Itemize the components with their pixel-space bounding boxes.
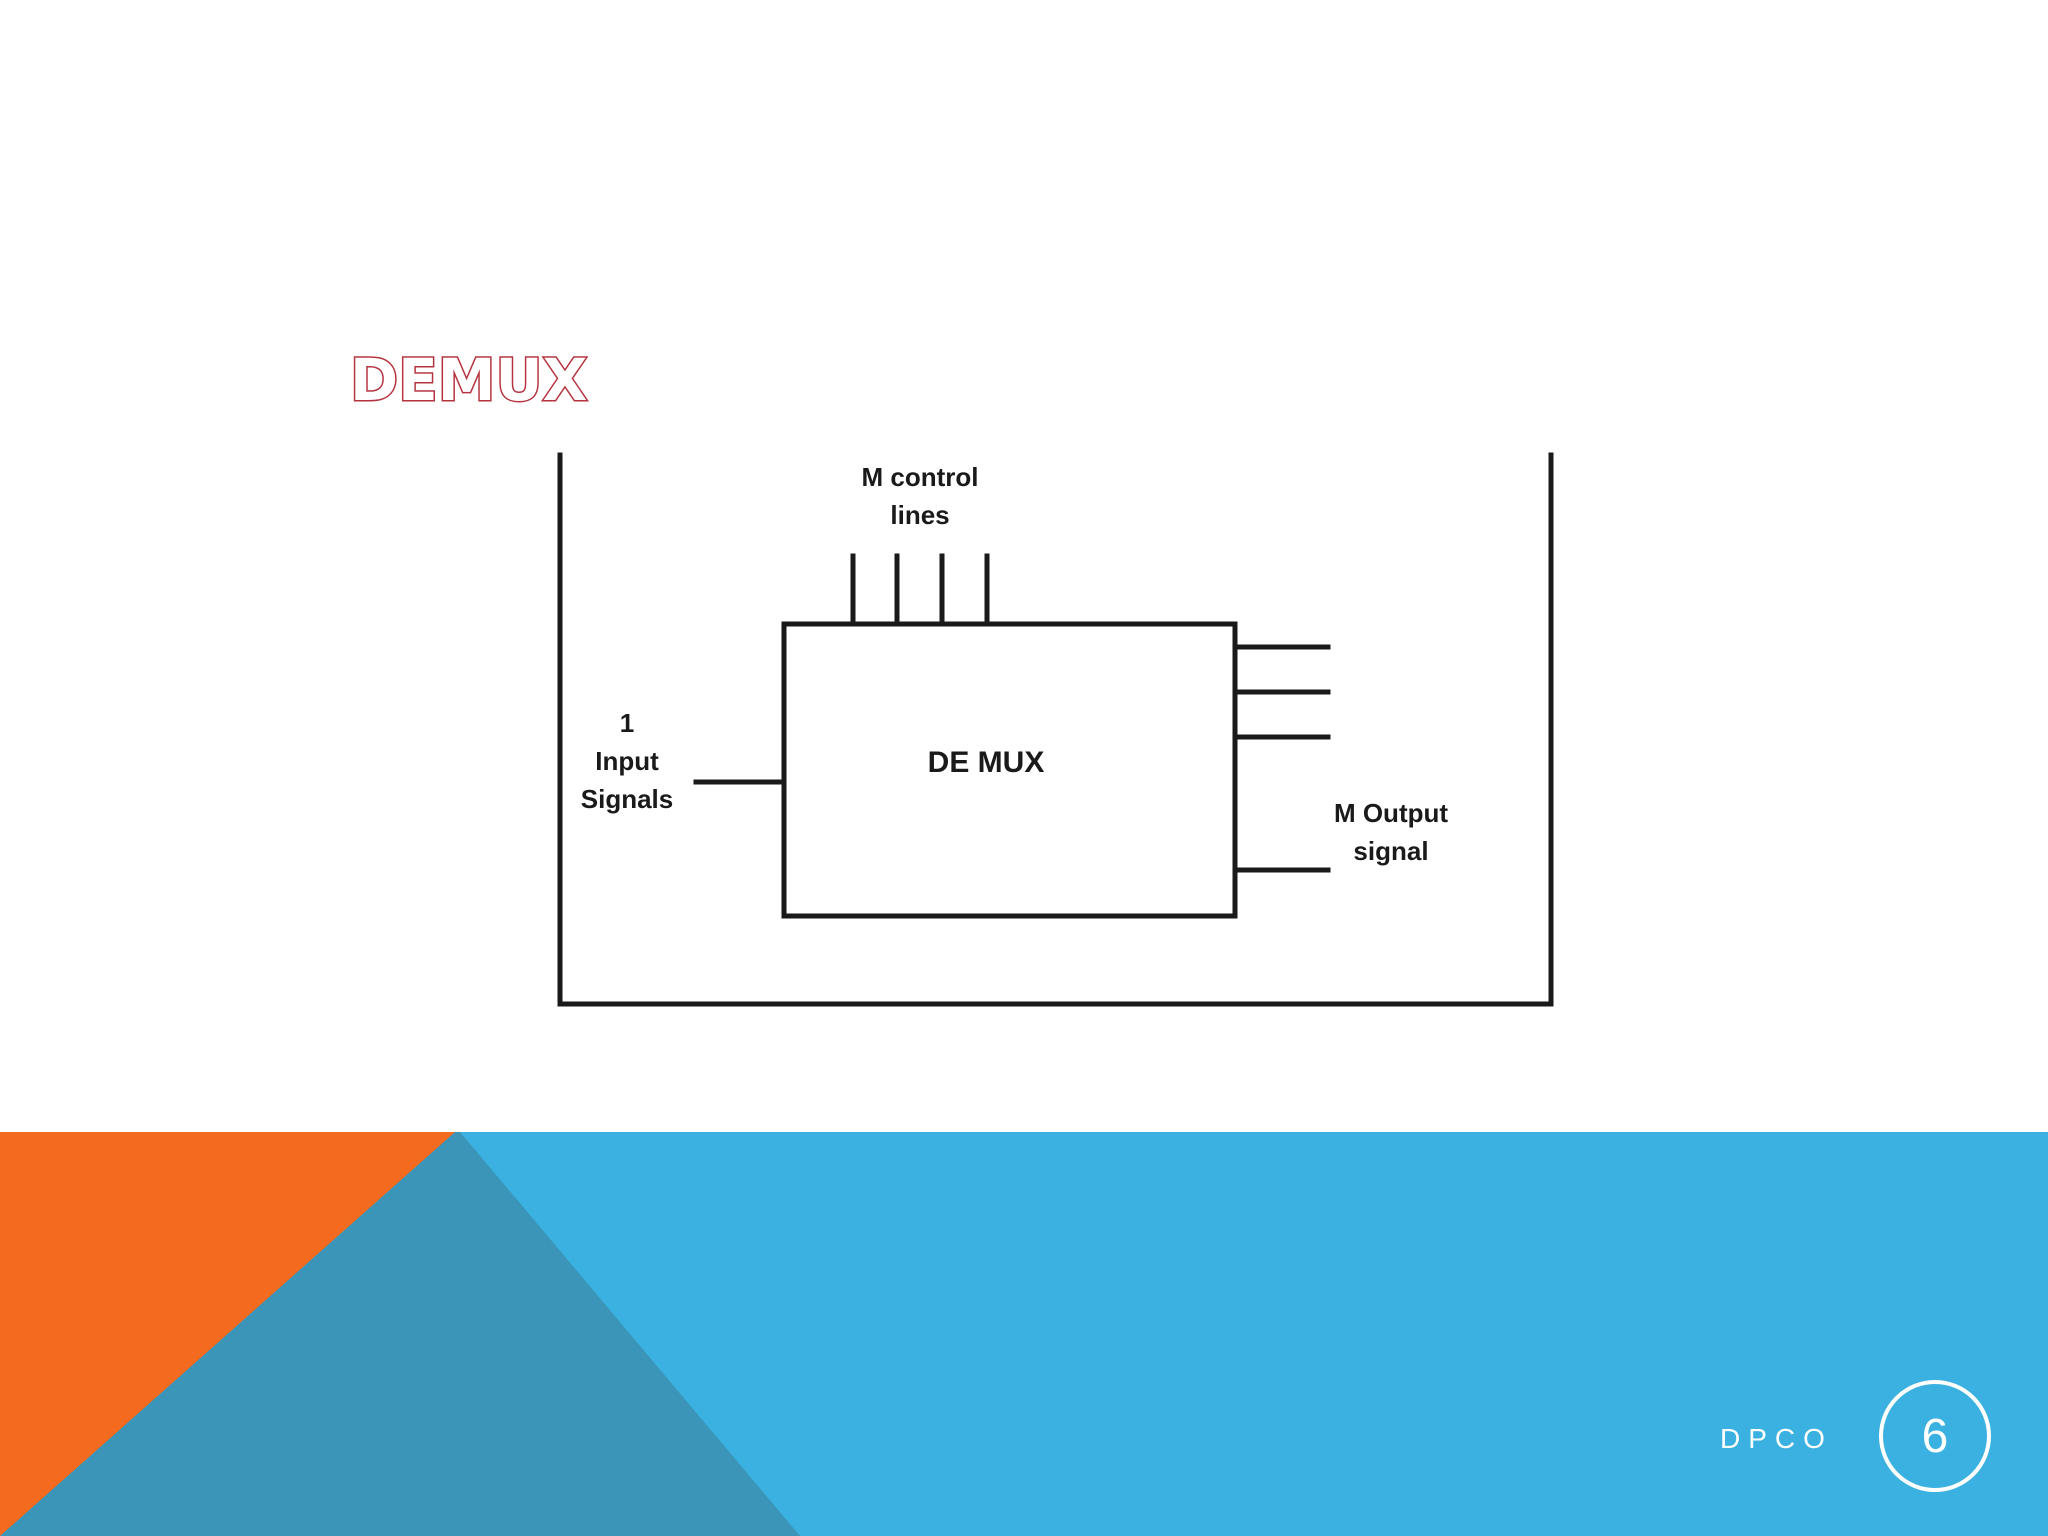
page-number: 6 (1921, 1409, 1949, 1463)
control-label-line2: lines (890, 500, 949, 530)
demux-block (781, 621, 1238, 919)
input-label-line1: 1 (620, 708, 634, 738)
output-label-line1: M Output (1334, 798, 1448, 828)
slide-title: DEMUX (350, 346, 587, 414)
control-label-line1: M control (862, 462, 979, 492)
container-frame (557, 452, 1554, 1007)
footer-course-code: DPCO (1720, 1423, 1833, 1454)
page-number-badge: 6 (1879, 1380, 1991, 1492)
input-label-line2: Input (595, 746, 659, 776)
footer-band-orange-triangle (0, 1132, 455, 1536)
output-lines (1232, 644, 1331, 873)
input-label-line3: Signals (581, 784, 673, 814)
control-lines (850, 553, 990, 627)
demux-block-label: DE MUX (928, 746, 1045, 779)
output-label-line2: signal (1353, 836, 1428, 866)
